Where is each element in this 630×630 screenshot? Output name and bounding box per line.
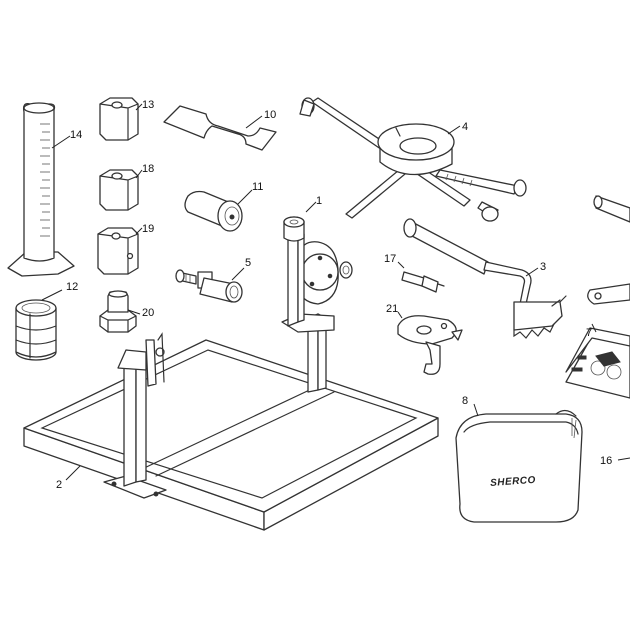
part-1-clamp-post (281, 201, 353, 393)
part-10-flat-spanner (163, 105, 277, 151)
bag-brand-logo: SHERCO (490, 475, 536, 489)
part-17-valve-tool (397, 261, 445, 293)
part-16-partial-tools (587, 195, 630, 461)
callout-8: 8 (462, 395, 468, 407)
callout-21: 21 (386, 303, 398, 315)
callout-4: 4 (462, 121, 468, 133)
part-12-split-sleeve (15, 289, 63, 361)
callout-18: 18 (142, 163, 154, 175)
callout-11: 11 (252, 181, 263, 193)
callout-13: 13 (142, 99, 154, 111)
part-8-tool-bag (455, 403, 583, 523)
callout-20: 20 (142, 307, 154, 319)
part-18-split-block (99, 169, 143, 211)
part-20-hex-adapter (99, 290, 141, 333)
callout-14: 14 (70, 129, 82, 141)
callout-17: 17 (384, 253, 396, 265)
part-11-socket (184, 189, 253, 232)
part-7-manual-booklet (565, 323, 630, 399)
callout-labels: 14 13 18 19 12 20 10 11 5 1 4 17 3 21 7 … (56, 99, 612, 491)
part-21-bracket-tool (397, 311, 463, 375)
callout-19: 19 (142, 223, 154, 235)
callout-5: 5 (245, 257, 251, 269)
part-13-split-block (99, 97, 143, 141)
callout-16: 16 (600, 455, 612, 467)
callout-10: 10 (264, 109, 276, 121)
part-19-split-block (97, 227, 143, 275)
callout-3: 3 (540, 261, 546, 273)
part-2-stand-tray (23, 332, 439, 531)
part-14-measuring-cylinder (7, 102, 75, 277)
part-3-gear-tool (403, 218, 567, 339)
callout-1: 1 (316, 195, 322, 207)
callout-7: 7 (586, 327, 592, 339)
part-4-compressor-ring (299, 97, 527, 222)
callout-12: 12 (66, 281, 78, 293)
part-5-threaded-puller (175, 267, 245, 303)
callout-2: 2 (56, 479, 62, 491)
